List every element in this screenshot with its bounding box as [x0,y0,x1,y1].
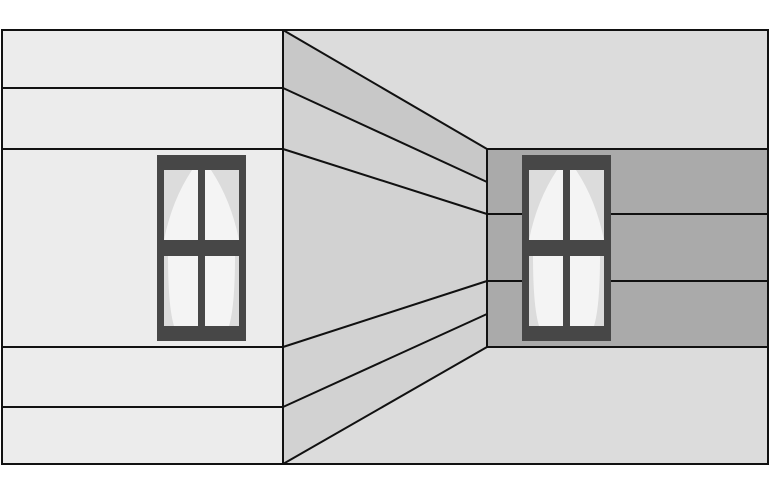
curtain [211,170,239,240]
curtain [594,256,604,326]
curtain [229,256,239,326]
side-wall [283,30,487,464]
left-window-icon [157,155,246,341]
curtain [529,170,557,240]
curtain [164,170,192,240]
curtain [164,256,174,326]
wall-lines [1,29,769,465]
curtain [529,256,539,326]
right-window-icon [522,155,611,341]
curtain [576,170,604,240]
